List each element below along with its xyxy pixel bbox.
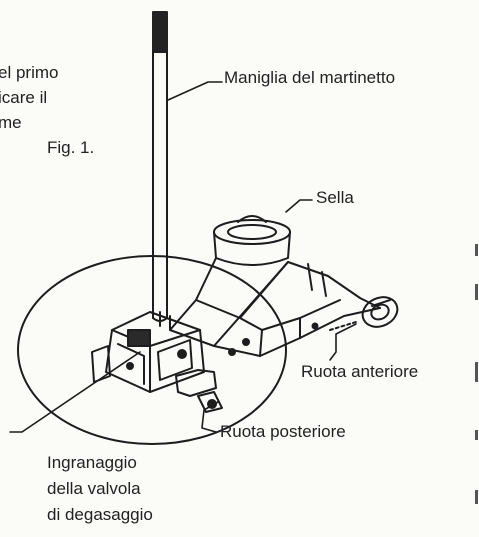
label-handle: Maniglia del martinetto <box>224 66 395 90</box>
jack-handle <box>153 12 167 321</box>
intro-text-fragment: el primo icare il me Fig. 1. <box>0 60 94 160</box>
label-front-wheel: Ruota anteriore <box>301 360 418 384</box>
saddle <box>214 216 290 265</box>
edge-mark <box>475 284 478 300</box>
leader-valve-gear <box>10 352 140 432</box>
label-valve-gear-line: della valvola <box>47 476 153 502</box>
edge-mark <box>475 244 478 256</box>
intro-line: icare il <box>0 85 94 110</box>
intro-line: me <box>0 110 94 135</box>
label-valve-gear-line: di degasaggio <box>47 502 153 528</box>
leader-handle <box>168 82 222 100</box>
edge-mark <box>475 430 478 440</box>
label-valve-gear-line: Ingranaggio <box>47 450 153 476</box>
label-rear-wheel: Ruota posteriore <box>220 420 346 444</box>
edge-mark <box>475 490 478 504</box>
pump-assembly <box>92 312 216 396</box>
figure-reference: Fig. 1. <box>0 135 94 160</box>
leader-front-wheel <box>330 324 356 360</box>
intro-line: el primo <box>0 60 94 85</box>
label-saddle: Sella <box>316 186 354 210</box>
leader-saddle <box>286 200 312 212</box>
label-valve-gear: Ingranaggio della valvola di degasaggio <box>47 450 153 528</box>
edge-mark <box>475 362 478 382</box>
